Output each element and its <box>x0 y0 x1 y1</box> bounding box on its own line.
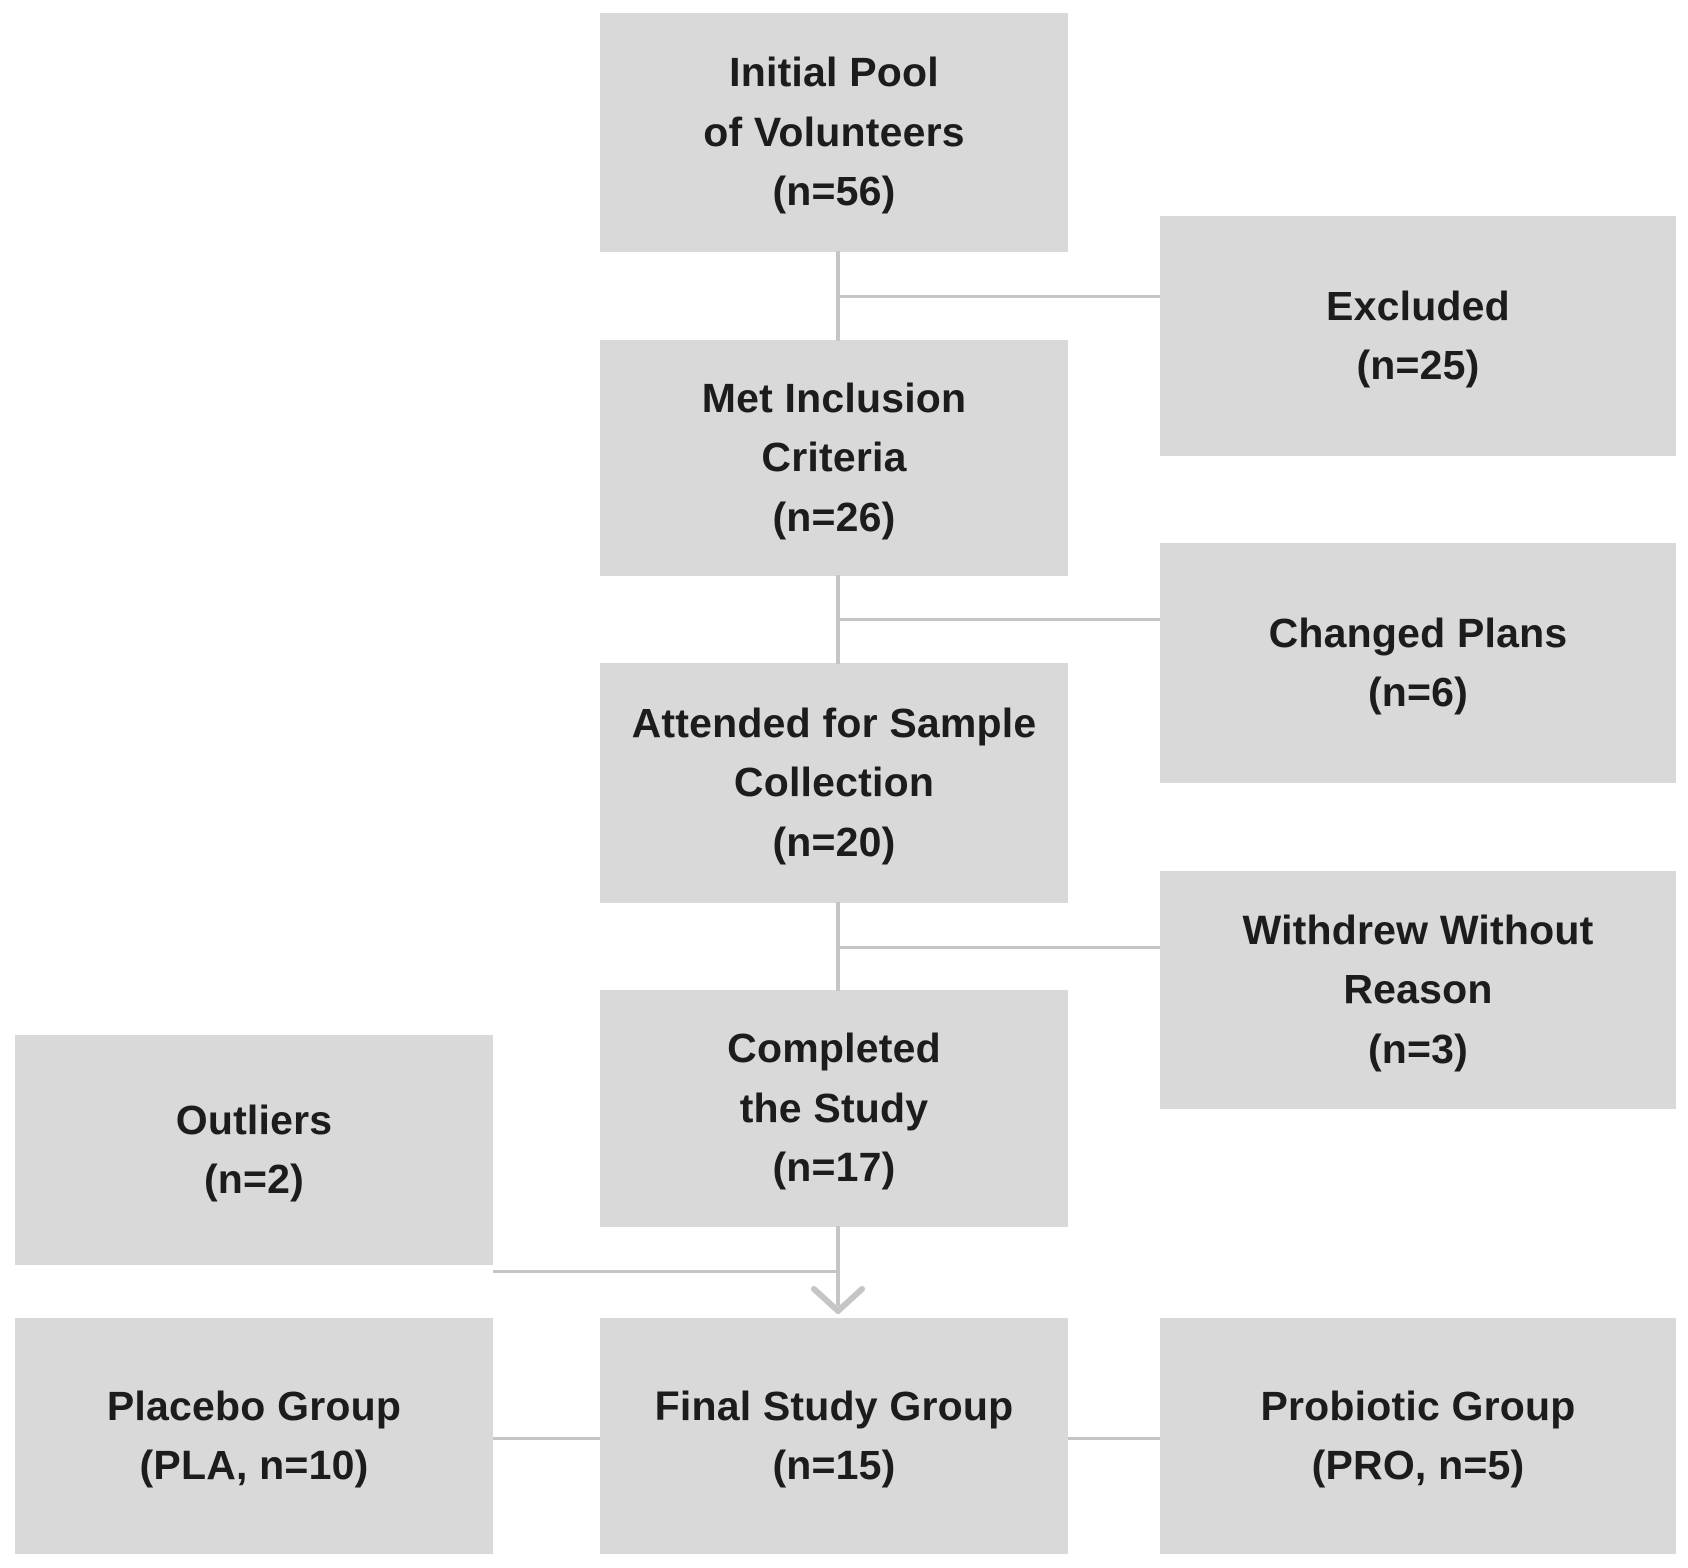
edge-placebo-to-final-group <box>493 1437 600 1440</box>
node-outliers: Outliers (n=2) <box>15 1035 493 1265</box>
node-changed-plans: Changed Plans (n=6) <box>1160 543 1676 783</box>
node-placebo-group: Placebo Group (PLA, n=10) <box>15 1318 493 1554</box>
edge-completed-to-final-group <box>836 1226 840 1306</box>
node-probiotic-group: Probiotic Group (PRO, n=5) <box>1160 1318 1676 1554</box>
node-initial-pool: Initial Pool of Volunteers (n=56) <box>600 13 1068 252</box>
edge-branch-to-withdrew <box>838 946 1160 949</box>
node-completed-study: Completed the Study (n=17) <box>600 990 1068 1227</box>
node-attended-sample-collection: Attended for Sample Collection (n=20) <box>600 663 1068 903</box>
edge-final-group-to-probiotic <box>1068 1437 1160 1440</box>
edge-branch-to-excluded <box>838 295 1160 298</box>
arrowhead-down-icon <box>811 1286 865 1314</box>
edge-branch-to-changed-plans <box>838 618 1160 621</box>
node-excluded: Excluded (n=25) <box>1160 216 1676 456</box>
node-withdrew-without-reason: Withdrew Without Reason (n=3) <box>1160 871 1676 1109</box>
node-met-inclusion-criteria: Met Inclusion Criteria (n=26) <box>600 340 1068 576</box>
edge-branch-from-outliers <box>493 1270 838 1273</box>
node-final-study-group: Final Study Group (n=15) <box>600 1318 1068 1554</box>
